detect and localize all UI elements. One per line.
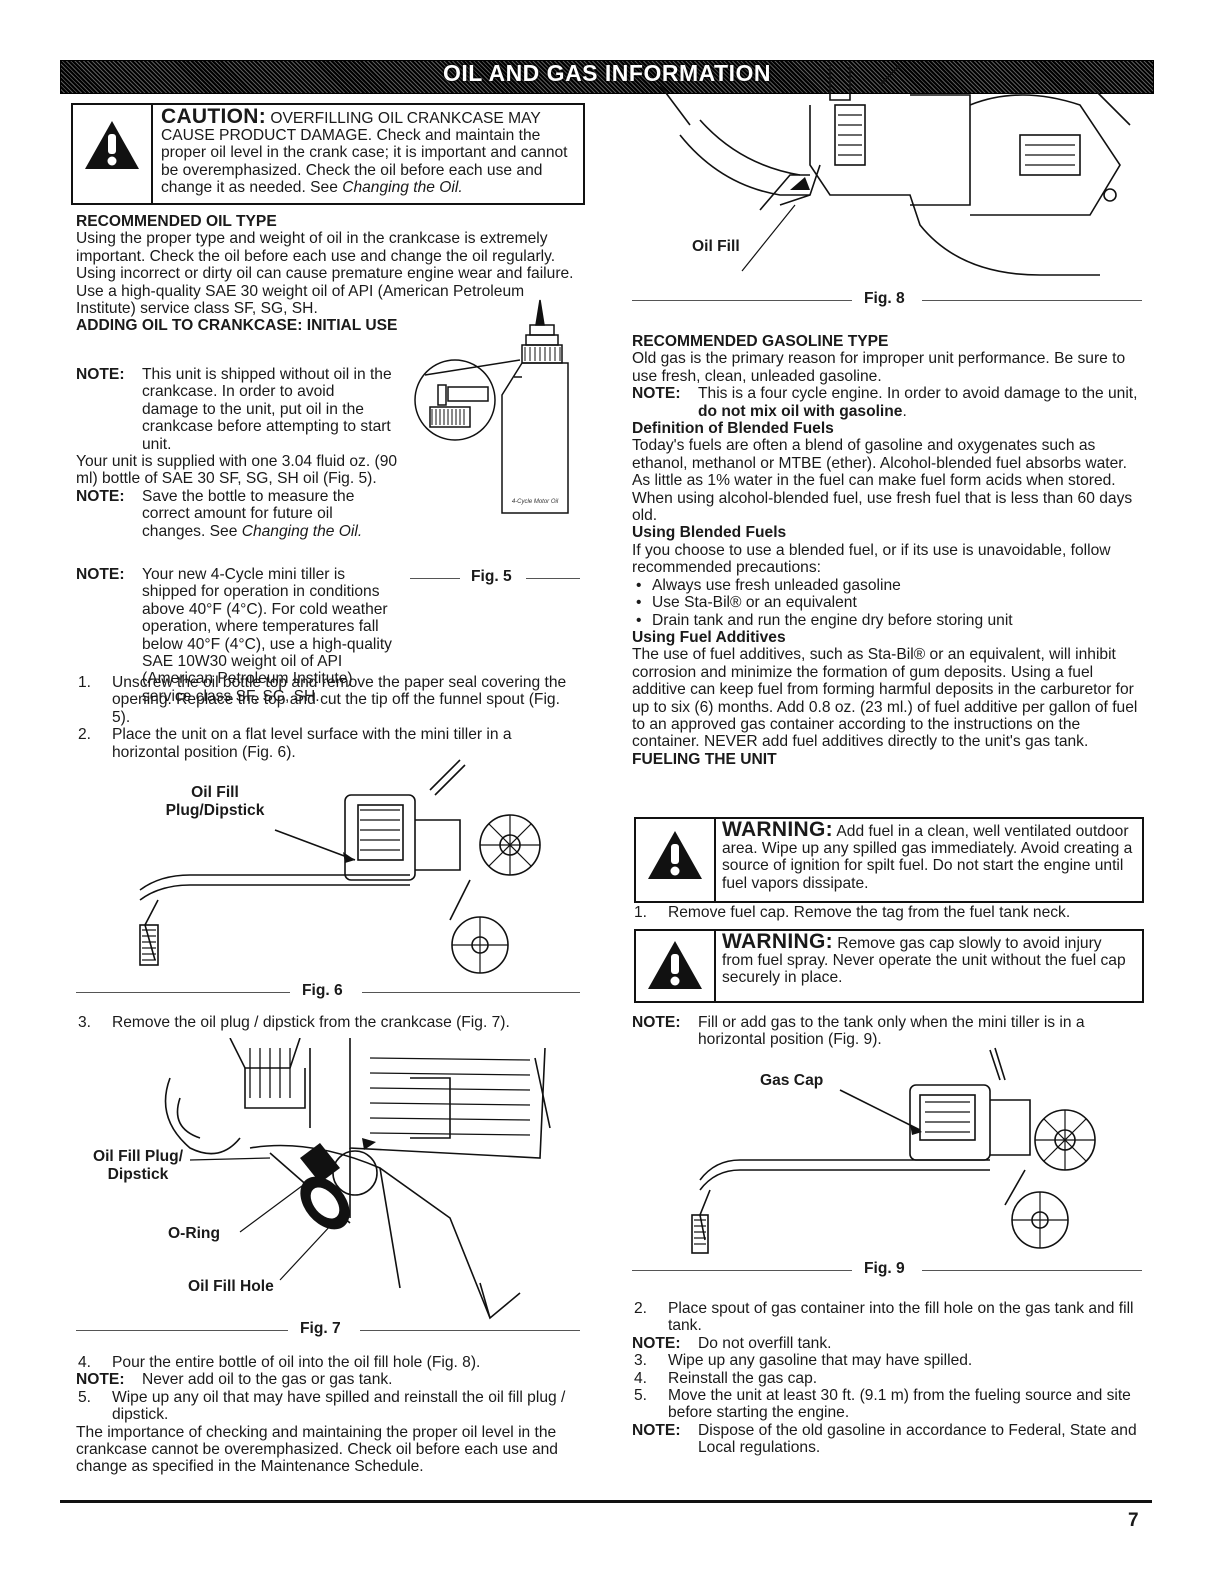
fig6-rule-right	[362, 992, 580, 993]
warning-text: WARNING: Add fuel in a clean, well venti…	[722, 818, 1133, 892]
footer-rule	[60, 1500, 1152, 1503]
fig9-caption: Fig. 9	[864, 1260, 905, 1277]
fig8-rule-left	[632, 300, 852, 301]
fig8-caption: Fig. 8	[864, 290, 905, 307]
fig7-rule-right	[360, 1330, 580, 1331]
note-cold-weather: NOTE: Your new 4-Cycle mini tiller is sh…	[76, 566, 581, 705]
note-horizontal-fill: NOTE: Fill or add gas to the tank only w…	[632, 1014, 1085, 1049]
gasoline-section: RECOMMENDED GASOLINE TYPE Old gas is the…	[632, 333, 1148, 768]
warning-triangle-icon	[85, 121, 139, 169]
supplied-bottle-text: Your unit is supplied with one 3.04 flui…	[76, 453, 398, 488]
warning-text: WARNING: Remove gas cap slowly to avoid …	[722, 930, 1126, 987]
fuel-step-5: 5.Move the unit at least 30 ft. (9.1 m) …	[634, 1387, 1131, 1422]
caution-box: CAUTION: OVERFILLING OIL CRANKCASE MAY C…	[71, 103, 585, 205]
oil-step-2: 2.Place the unit on a flat level surface…	[78, 726, 512, 761]
fueling-heading: FUELING THE UNIT	[632, 750, 777, 768]
fig8-label-oil-fill: Oil Fill	[692, 238, 740, 255]
fuel-step-1: 1.Remove fuel cap. Remove the tag from t…	[634, 904, 1071, 921]
oil-steps-1-2: 1.Unscrew the oil bottle top and remove …	[76, 674, 581, 761]
warning-triangle-icon	[648, 941, 702, 989]
oil-type-section: RECOMMENDED OIL TYPE Using the proper ty…	[76, 213, 581, 335]
fig7-leader-lines	[189, 1157, 346, 1281]
fig6-rule-left	[76, 992, 290, 993]
oil-step-3: 3.Remove the oil plug / dipstick from th…	[78, 1014, 510, 1031]
oil-type-spec: Use a high-quality SAE 30 weight oil of …	[76, 282, 525, 318]
caution-icon-cell	[73, 105, 153, 203]
note-do-not-overfill: NOTE:Do not overfill tank.	[632, 1334, 832, 1352]
caution-text: CAUTION: OVERFILLING OIL CRANKCASE MAY C…	[161, 105, 568, 196]
list-item: •Drain tank and run the engine dry befor…	[636, 611, 1013, 629]
fuel-step-3: 3.Wipe up any gasoline that may have spi…	[634, 1352, 973, 1370]
fuel-steps-2-5: 2.Place spout of gas container into the …	[632, 1300, 1148, 1457]
oil-step-1: 1.Unscrew the oil bottle top and remove …	[78, 674, 567, 726]
fig5-bottle-label: 4-Cycle Motor Oil	[512, 499, 559, 505]
gasoline-heading: RECOMMENDED GASOLINE TYPE	[632, 333, 889, 350]
caution-key: CAUTION:	[161, 105, 267, 128]
fig5-rule-left	[410, 578, 460, 579]
fig7-crankcase-illustration	[164, 1038, 551, 1320]
adding-oil-notes: NOTE: This unit is shipped without oil i…	[76, 366, 416, 540]
using-blended-paragraph: If you choose to use a blended fuel, or …	[632, 541, 1111, 577]
fig7-rule-left	[76, 1330, 288, 1331]
oil-closing-paragraph: The importance of checking and maintaini…	[76, 1423, 558, 1476]
fig6-label-oil-fill-plug: Oil Fill Plug/Dipstick	[165, 784, 265, 819]
page-number: 7	[1128, 1510, 1139, 1531]
adding-oil-heading: ADDING OIL TO CRANKCASE: INITIAL USE	[76, 317, 398, 335]
fig5-caption: Fig. 5	[471, 568, 512, 585]
oil-step-4: 4.Pour the entire bottle of oil into the…	[78, 1354, 481, 1371]
oil-steps-4-5: 4.Pour the entire bottle of oil into the…	[76, 1354, 581, 1476]
warning-triangle-icon	[648, 831, 702, 879]
note-no-oil-in-gas: NOTE:Never add oil to the gas or gas tan…	[76, 1371, 393, 1389]
fig7-label-oring: O-Ring	[168, 1225, 220, 1242]
fuel-additives-paragraph: The use of fuel additives, such as Sta-B…	[632, 646, 1138, 751]
fig9-tiller-illustration	[691, 1047, 1096, 1254]
note-four-cycle: NOTE: This is a four cycle engine. In or…	[632, 385, 1138, 420]
gasoline-paragraph: Old gas is the primary reason for improp…	[632, 350, 1126, 385]
section-title: OIL AND GAS INFORMATION	[443, 60, 771, 86]
list-item: •Use Sta-Bil® or an equivalent	[636, 594, 857, 612]
list-item: •Always use fresh unleaded gasoline	[636, 576, 901, 594]
oil-type-paragraph: Using the proper type and weight of oil …	[76, 230, 574, 283]
using-blended-heading: Using Blended Fuels	[632, 524, 787, 542]
fig7-label-oil-fill-hole: Oil Fill Hole	[188, 1278, 274, 1295]
warning-box-gas-cap: WARNING: Remove gas cap slowly to avoid …	[634, 929, 1144, 1003]
note-shipped-without-oil: NOTE: This unit is shipped without oil i…	[76, 366, 392, 453]
fuel-additives-heading: Using Fuel Additives	[632, 628, 786, 646]
fuel-step-2: 2.Place spout of gas container into the …	[634, 1300, 1134, 1335]
fig5-rule-right	[526, 578, 580, 579]
fig8-rule-right	[922, 300, 1142, 301]
oil-type-heading: RECOMMENDED OIL TYPE	[76, 213, 277, 230]
fig7-label-oil-fill-plug: Oil Fill Plug/ Dipstick	[92, 1148, 184, 1183]
fuel-step-4: 4.Reinstall the gas cap.	[634, 1369, 818, 1387]
warning-icon-cell	[636, 819, 716, 901]
note-save-bottle: NOTE: Save the bottle to measure the cor…	[76, 487, 363, 540]
blended-fuels-heading: Definition of Blended Fuels	[632, 420, 834, 438]
fig9-rule-left	[632, 1270, 852, 1271]
warning-box-ventilation: WARNING: Add fuel in a clean, well venti…	[634, 817, 1144, 903]
note-cold-weather-text: Your new 4-Cycle mini tiller is shipped …	[142, 566, 392, 705]
warning-icon-cell	[636, 931, 716, 1001]
fig8-oil-fill-illustration	[660, 65, 1131, 276]
fig6-tiller-illustration	[139, 759, 541, 974]
fig6-caption: Fig. 6	[302, 982, 343, 999]
section-banner: OIL AND GAS INFORMATION	[60, 60, 1154, 94]
blended-fuels-paragraph: Today's fuels are often a blend of gasol…	[632, 437, 1133, 525]
fig9-label-gas-cap: Gas Cap	[760, 1072, 824, 1089]
note-dispose-gasoline: NOTE:Dispose of the old gasoline in acco…	[632, 1421, 1137, 1457]
fig5-oil-bottle-illustration: 4-Cycle Motor Oil	[414, 299, 569, 514]
oil-step-5: 5.Wipe up any oil that may have spilled …	[78, 1388, 566, 1424]
fig9-rule-right	[922, 1270, 1142, 1271]
fig7-caption: Fig. 7	[300, 1320, 341, 1337]
